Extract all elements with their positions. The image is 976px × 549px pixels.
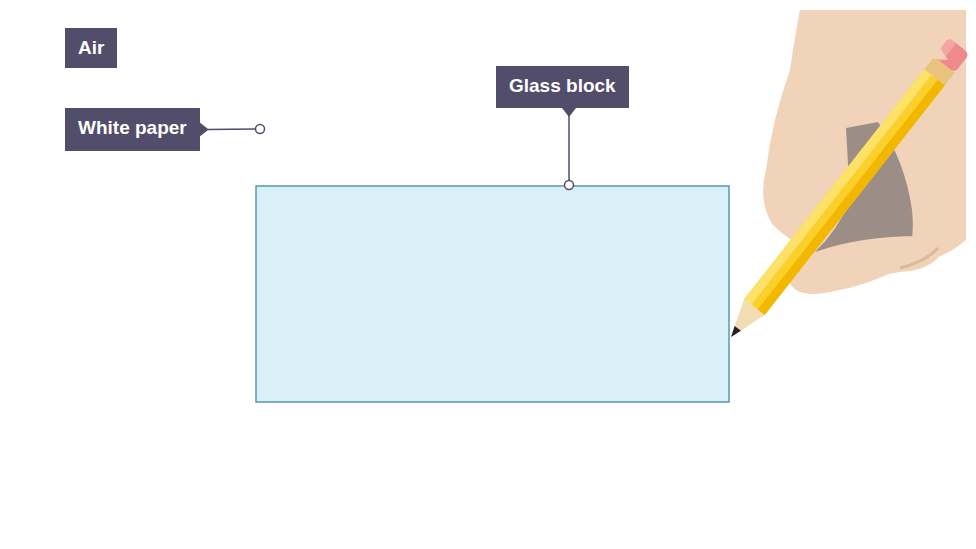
pointer bbox=[200, 123, 209, 137]
label-tag: Air bbox=[65, 28, 117, 68]
label-tag: Glass block bbox=[496, 66, 629, 108]
fingertip bbox=[868, 35, 948, 66]
label-text: White paper bbox=[78, 117, 187, 138]
leader-line bbox=[208, 128, 256, 130]
pointer bbox=[562, 108, 576, 117]
pencil bbox=[721, 38, 970, 345]
label-text: Glass block bbox=[509, 75, 616, 96]
leader-dot bbox=[565, 181, 574, 190]
label-text: Air bbox=[78, 37, 104, 58]
label-tag: White paper bbox=[65, 108, 200, 151]
glass-block bbox=[256, 186, 729, 402]
leader-lines bbox=[200, 108, 576, 190]
leader-line bbox=[568, 116, 570, 181]
leader-dot bbox=[256, 125, 265, 134]
